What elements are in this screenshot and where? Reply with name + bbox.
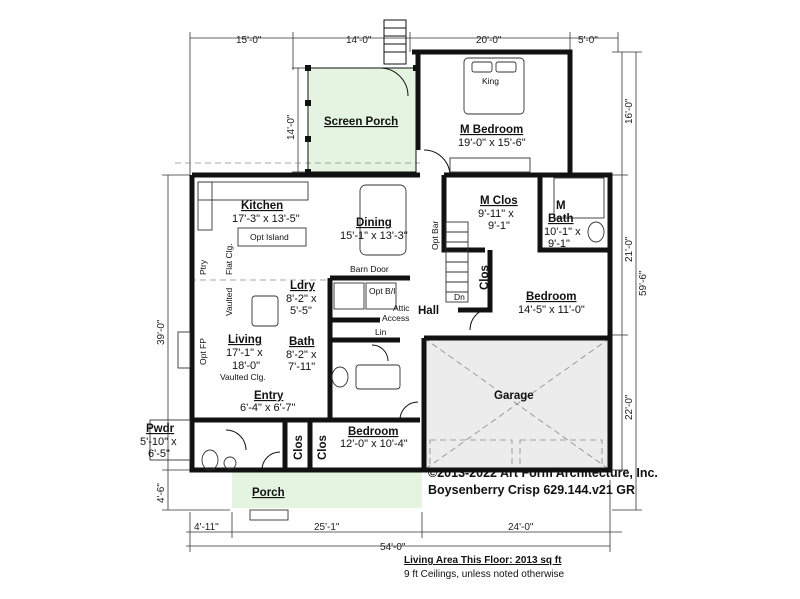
dim-bottom-2: 25'-1" [314, 522, 340, 533]
ceilings-note: 9 ft Ceilings, unless noted otherwise [404, 569, 565, 580]
dim-bottom-1: 4'-11" [194, 522, 219, 533]
vaulted-label: Vaulted [224, 288, 234, 316]
screen-porch-label: Screen Porch [324, 116, 398, 128]
bath-size1: 8'-2" x [286, 349, 317, 361]
kitchen-size: 17'-3" x 13'-5" [232, 213, 300, 225]
attic-label1: Attic [393, 303, 410, 313]
hall-label: Hall [418, 305, 439, 317]
opt-island-label: Opt Island [250, 232, 289, 242]
clos-label-hall: Clos [479, 265, 491, 290]
dim-right-2: 21'-0" [624, 236, 635, 262]
bedroom3-size: 12'-0" x 10'-4" [340, 438, 408, 450]
opt-bar-label: Opt Bar [430, 221, 440, 250]
pantry-label: Ptry [198, 259, 208, 275]
chimney [383, 19, 407, 65]
barn-door-label: Barn Door [350, 264, 389, 274]
dimension-lines [162, 32, 642, 552]
bedroom2-size: 14'-5" x 11'-0" [518, 304, 585, 316]
dim-top-2: 14'-0" [346, 35, 372, 46]
attic-label2: Access [382, 313, 409, 323]
clos-label-1: Clos [293, 435, 305, 460]
ldry-size2: 5'-5" [290, 305, 312, 317]
copyright-text: ©2013-2022 Art Form Architecture, Inc. [428, 466, 658, 480]
screen-porch-fill [308, 68, 416, 172]
flat-clg-label: Flat Clg. [224, 243, 234, 275]
pwdr-size2: 6'-5" [148, 448, 170, 460]
m-bedroom-size: 19'-0" x 15'-6" [458, 137, 526, 149]
ldry-label: Ldry [290, 280, 316, 292]
living-label: Living [228, 334, 262, 346]
stairs-down-label: Dn [454, 292, 465, 302]
bedroom3-label: Bedroom [348, 426, 398, 438]
m-bath-label2: Bath [548, 213, 574, 225]
dim-left-1: 14'-0" [286, 114, 297, 140]
plan-name: Boysenberry Crisp 629.144.v21 GR [428, 483, 635, 497]
living-note: Vaulted Clg. [220, 372, 266, 382]
m-bath-label1: M [556, 200, 566, 212]
pwdr-size1: 5'-10" x [140, 436, 177, 448]
ldry-size1: 8'-2" x [286, 293, 317, 305]
fixtures [149, 57, 605, 521]
m-clos-label: M Clos [480, 195, 518, 207]
porch-label: Porch [252, 487, 285, 499]
living-area-text: Living Area This Floor: 2013 sq ft [404, 555, 562, 566]
porch-fill [232, 472, 422, 508]
screen-porch-frame [305, 65, 419, 175]
linen-label: Lin [375, 327, 387, 337]
opt-bi-label: Opt B/I [369, 286, 395, 296]
dimension-labels: 15'-0" 14'-0" 20'-0" 5'-0" 4'-11" 25'-1"… [156, 35, 649, 553]
living-size2: 18'-0" [232, 360, 260, 372]
dining-label: Dining [356, 217, 392, 229]
entry-size: 6'-4" x 6'-7" [240, 402, 296, 414]
dim-left-2: 39'-0" [156, 319, 167, 345]
clos-label-2: Clos [317, 435, 329, 460]
bath-label: Bath [289, 336, 315, 348]
bed-label: King [482, 76, 499, 86]
living-size1: 17'-1" x [226, 347, 263, 359]
dim-right-3: 22'-0" [624, 394, 635, 420]
garage-label: Garage [494, 390, 534, 402]
dim-left-3: 4'-6" [156, 483, 167, 503]
dim-top-3: 20'-0" [476, 35, 502, 46]
opt-fp-label: Opt FP [198, 338, 208, 365]
m-bath-size1: 10'-1" x [544, 226, 581, 238]
room-labels: Screen Porch King M Bedroom 19'-0" x 15'… [140, 76, 585, 499]
dim-bottom-total: 54'-0" [380, 542, 406, 553]
bath-size2: 7'-11" [288, 361, 315, 373]
bedroom2-label: Bedroom [526, 291, 576, 303]
dim-right-1: 16'-0" [624, 98, 635, 124]
dim-top-4: 5'-0" [578, 35, 598, 46]
m-clos-size2: 9'-1" [488, 220, 510, 232]
dim-bottom-3: 24'-0" [508, 522, 534, 533]
m-clos-size1: 9'-11" x [478, 208, 514, 220]
dim-top-1: 15'-0" [236, 35, 262, 46]
kitchen-label: Kitchen [241, 200, 283, 212]
entry-label: Entry [254, 390, 284, 402]
pwdr-label: Pwdr [146, 423, 175, 435]
dim-right-total: 59'-6" [638, 270, 649, 296]
m-bath-size2: 9'-1" [548, 238, 570, 250]
doors [225, 149, 493, 471]
m-bedroom-label: M Bedroom [460, 124, 523, 136]
dining-size: 15'-1" x 13'-3" [340, 230, 408, 242]
